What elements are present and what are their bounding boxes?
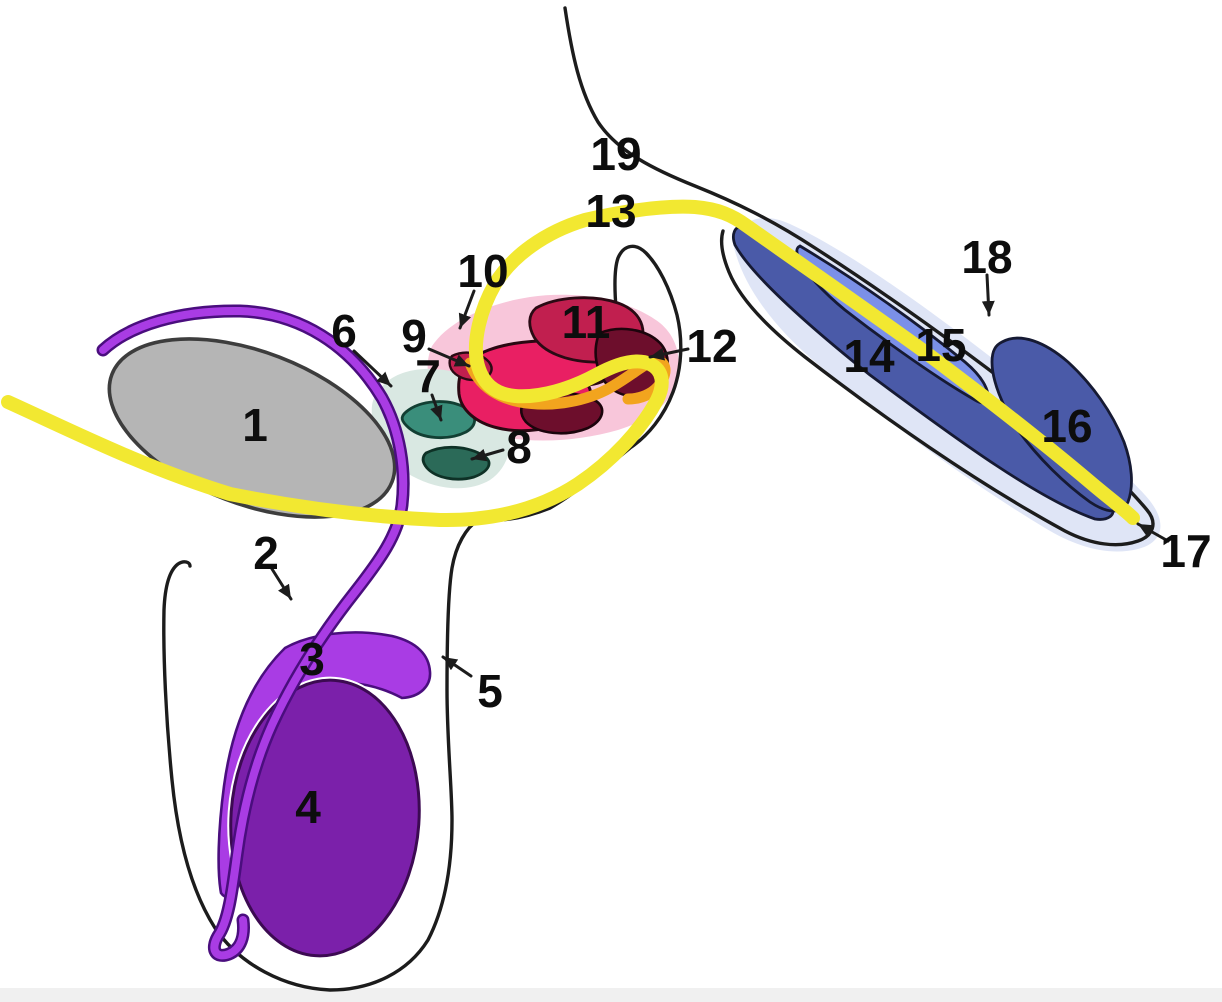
label-6: 6: [331, 305, 357, 357]
arrow-8: [470, 448, 505, 462]
label-13: 13: [585, 185, 636, 237]
label-1: 1: [242, 399, 268, 451]
leader-arrows: [270, 273, 1170, 678]
label-2: 2: [253, 527, 279, 579]
arrow-12: [648, 347, 690, 361]
label-8: 8: [506, 421, 532, 473]
label-17: 17: [1160, 525, 1211, 577]
arrow-10: [458, 289, 476, 330]
label-18: 18: [961, 231, 1012, 283]
arrow-2: [270, 567, 293, 601]
arrow-17: [1136, 522, 1170, 543]
body-outline-pelvis-and-scrotum: [162, 244, 683, 992]
arrow-7: [430, 393, 443, 422]
label-10: 10: [457, 245, 508, 297]
arrow-5: [441, 655, 473, 678]
label-11: 11: [562, 296, 611, 348]
label-3: 3: [299, 633, 325, 685]
label-9: 9: [401, 310, 427, 362]
label-14: 14: [843, 330, 895, 382]
structure-4-dark-purple-oval: [229, 678, 421, 958]
structure-13-yellow-urethra-path: [1, 199, 1140, 528]
arrow-18: [981, 273, 995, 317]
bottom-edge-strip: [0, 988, 1222, 1002]
arrow-6: [352, 349, 393, 388]
number-labels: 1 2 3 4 5 6 7 8 9 10 11 12 13 14 15 16 1…: [242, 128, 1211, 833]
label-12: 12: [686, 320, 737, 372]
arrow-9: [427, 347, 471, 368]
structure-2-purple-duct: [96, 304, 410, 962]
label-15: 15: [915, 319, 966, 371]
structure-16-glans-blue: [990, 336, 1133, 513]
label-5: 5: [477, 665, 503, 717]
structure-8-dark-teal-gland: [421, 445, 491, 481]
label-7: 7: [415, 350, 441, 402]
label-16: 16: [1041, 400, 1092, 452]
label-4: 4: [295, 781, 321, 833]
label-19: 19: [590, 128, 641, 180]
